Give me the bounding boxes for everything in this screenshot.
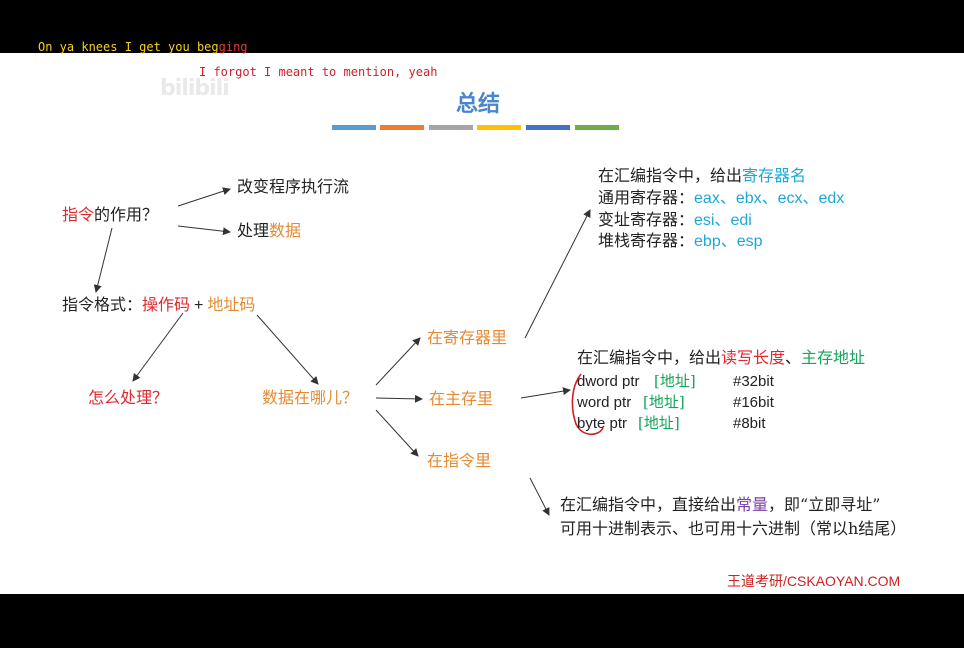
register-desc-line: 在汇编指令中，给出寄存器名: [598, 168, 806, 184]
arrow-format-to-where: [256, 314, 319, 385]
instruction-role-node: 指令的作用？: [62, 207, 158, 223]
immediate-format-line: 可用十进制表示、也可用十六进制（常以h结尾）: [560, 519, 907, 538]
title-bar-4: [477, 125, 521, 130]
subtitle-line-2: I forgot I meant to mention, yeah: [199, 65, 438, 79]
immediate-desc-lead: 在汇编指令中，直接给出: [560, 495, 737, 514]
plus-sign: +: [194, 297, 204, 314]
byte-size-note: #8bit: [733, 415, 766, 432]
title-bar-6: [575, 125, 619, 130]
bilibili-watermark: bilibili: [160, 76, 230, 101]
slide-title: 总结: [456, 92, 501, 117]
register-name-label: 寄存器名: [742, 166, 807, 185]
index-registers-label: 变址寄存器：: [598, 210, 695, 229]
memory-address-label: 主存地址: [801, 348, 866, 367]
memory-desc-lead: 在汇编指令中，给出: [577, 348, 722, 367]
stack-registers-line: 堆栈寄存器：ebp、esp: [598, 233, 763, 250]
general-registers-label: 通用寄存器：: [598, 188, 695, 207]
arrow-format-to-how: [132, 312, 184, 382]
arrow-where-to-instruction: [375, 409, 419, 457]
dword-size-note: #32bit: [733, 373, 774, 390]
address-code-label: 地址码: [207, 295, 256, 314]
index-registers-list: esi、edi: [694, 212, 752, 229]
arrow-register-to-desc: [524, 209, 591, 339]
in-memory-node: 在主存里: [429, 389, 494, 408]
arrow-root-to-change: [177, 187, 231, 207]
word-ptr-text: word ptr: [577, 394, 632, 411]
stack-registers-list: ebp、esp: [694, 233, 763, 250]
immediate-desc-tail: ，即“立即寻址”: [768, 495, 881, 514]
slide-canvas: [0, 53, 964, 594]
process-data-node: 处理数据: [237, 223, 301, 239]
change-flow-node: 改变程序执行流: [237, 177, 350, 196]
in-instruction-node: 在指令里: [427, 451, 492, 470]
subtitle-line-1-highlight: ging: [218, 40, 248, 54]
arrow-memory-to-desc: [520, 387, 571, 399]
process-word: 处理: [237, 221, 270, 240]
subtitle-line-1-main: On ya knees I get you beg: [38, 40, 219, 54]
opcode-label: 操作码: [142, 295, 191, 314]
instruction-role-rest: 的作用？: [94, 205, 159, 224]
instruction-word: 指令: [62, 205, 95, 224]
format-label: 指令格式：: [62, 295, 143, 314]
index-registers-line: 变址寄存器：esi、edi: [598, 212, 752, 229]
data-word: 数据: [269, 221, 302, 240]
byte-addr-text: [地址]: [638, 414, 680, 432]
title-bar-1: [332, 125, 376, 130]
arrow-instruction-to-desc: [529, 477, 550, 516]
immediate-desc-line: 在汇编指令中，直接给出常量，即“立即寻址”: [560, 497, 880, 513]
subtitle-line-1: On ya knees I get you begging: [38, 40, 248, 54]
general-registers-list: eax、ebx、ecx、edx: [694, 190, 845, 207]
byte-ptr-text: byte ptr: [577, 415, 628, 432]
where-is-data-node: 数据在哪儿？: [262, 388, 359, 407]
memory-desc-line: 在汇编指令中，给出读写长度、主存地址: [577, 350, 865, 366]
arrow-root-to-process: [177, 225, 231, 236]
rw-length-label: 读写长度: [721, 348, 786, 367]
constant-label: 常量: [736, 495, 769, 514]
arrow-where-to-memory: [375, 394, 423, 403]
in-register-node: 在寄存器里: [427, 328, 508, 347]
how-to-process-node: 怎么处理？: [88, 388, 169, 407]
register-desc-lead: 在汇编指令中，给出: [598, 166, 743, 185]
title-bar-5: [526, 125, 570, 130]
arrow-root-to-format: [93, 227, 113, 293]
dword-ptr-text: dword ptr: [577, 373, 640, 390]
memory-desc-sep: 、: [785, 348, 802, 367]
word-addr-text: [地址]: [643, 393, 685, 411]
word-size-note: #16bit: [733, 394, 774, 411]
title-bar-3: [429, 125, 473, 130]
general-registers-line: 通用寄存器：eax、ebx、ecx、edx: [598, 190, 844, 207]
title-bar-2: [380, 125, 424, 130]
brand-footer: 王道考研/CSKAOYAN.COM: [727, 573, 901, 589]
arrow-where-to-register: [375, 337, 421, 386]
instruction-format-node: 指令格式：操作码+地址码: [62, 297, 255, 314]
stack-registers-label: 堆栈寄存器：: [598, 231, 695, 250]
dword-addr-text: [地址]: [654, 372, 696, 390]
handwritten-bracket-mark: [571, 373, 604, 436]
